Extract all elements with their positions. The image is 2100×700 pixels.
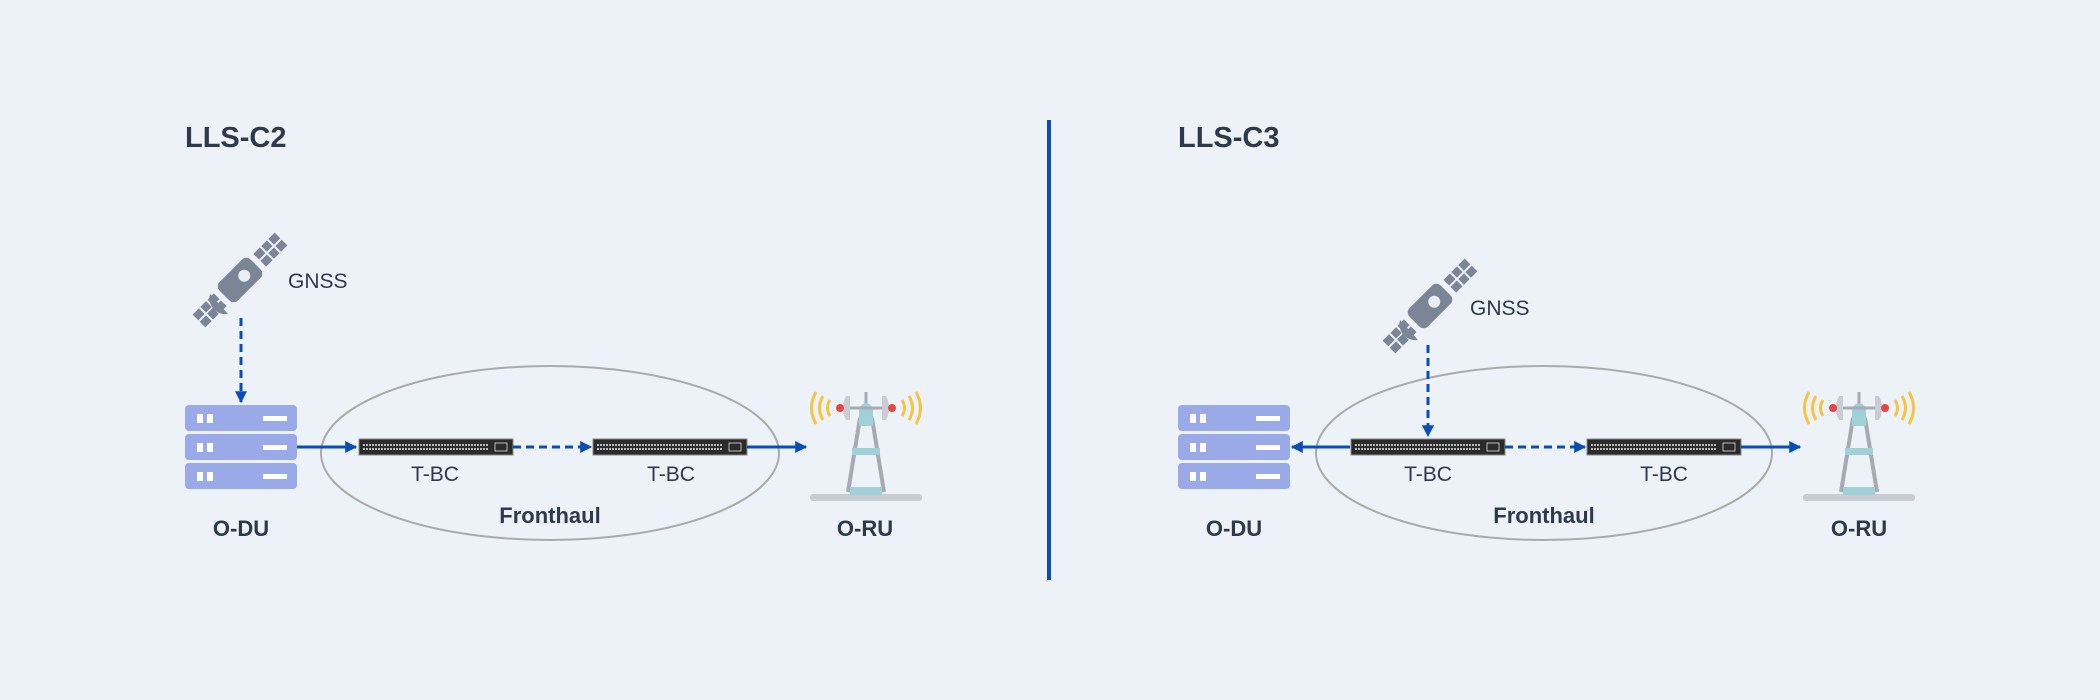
- server-icon: [185, 405, 297, 489]
- panel-lls-c3: LLS-C3 GNSS T-BC T-BC Fronthaul O-DU O-R…: [1178, 122, 1917, 541]
- switch-icon: [592, 438, 748, 456]
- panel-lls-c2: LLS-C2 GNSS T-BC T-BC Fronthaul O-DU O-R…: [185, 122, 924, 541]
- switch-icon: [1350, 438, 1506, 456]
- tbc-label: T-BC: [411, 463, 459, 486]
- oru-label: O-RU: [837, 516, 893, 541]
- tbc-label: T-BC: [1404, 463, 1452, 486]
- odu-label: O-DU: [1206, 516, 1262, 541]
- gnss-label: GNSS: [1470, 297, 1530, 320]
- satellite-icon: [1378, 254, 1482, 358]
- cell-tower-icon: [808, 390, 924, 503]
- tbc-label: T-BC: [647, 463, 695, 486]
- cell-tower-icon: [1801, 390, 1917, 503]
- fronthaul-label: Fronthaul: [499, 503, 600, 528]
- server-icon: [1178, 405, 1290, 489]
- fronthaul-ellipse: [320, 365, 780, 541]
- oru-label: O-RU: [1831, 516, 1887, 541]
- fronthaul-label: Fronthaul: [1493, 503, 1594, 528]
- fronthaul-ellipse: [1315, 365, 1773, 541]
- panel-title: LLS-C2: [185, 122, 287, 154]
- tbc-label: T-BC: [1640, 463, 1688, 486]
- switch-icon: [358, 438, 514, 456]
- switch-icon: [1586, 438, 1742, 456]
- panel-title: LLS-C3: [1178, 122, 1280, 154]
- satellite-icon: [188, 228, 292, 332]
- odu-label: O-DU: [213, 516, 269, 541]
- gnss-label: GNSS: [288, 270, 348, 293]
